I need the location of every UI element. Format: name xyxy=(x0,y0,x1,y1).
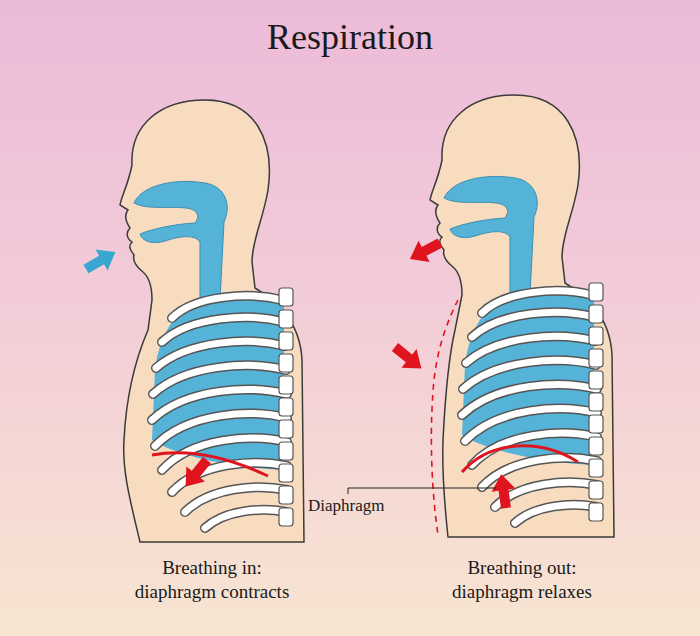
exhale-arrow xyxy=(404,232,445,269)
airway xyxy=(134,181,227,300)
airway xyxy=(444,176,537,295)
ribcage-lungs xyxy=(152,288,293,528)
caption: Breathing out: diaphragm relaxes xyxy=(430,556,615,604)
diaphragm-arrow xyxy=(176,452,216,494)
diaphragm-line xyxy=(152,453,268,476)
diaphragm-dome xyxy=(462,446,578,472)
part-label: Diaphragm xyxy=(308,496,384,516)
body-silhouette xyxy=(430,95,614,537)
ribcage-lungs xyxy=(462,283,603,523)
leader-line xyxy=(348,488,496,494)
inhale-arrow xyxy=(80,242,121,280)
title: Respiration xyxy=(0,16,700,58)
diaphragm-arrow xyxy=(489,473,517,510)
caption: Breathing in: diaphragm contracts xyxy=(120,556,305,604)
previous-contour xyxy=(431,300,458,535)
chest-arrow xyxy=(387,338,429,378)
body-silhouette xyxy=(120,100,304,542)
